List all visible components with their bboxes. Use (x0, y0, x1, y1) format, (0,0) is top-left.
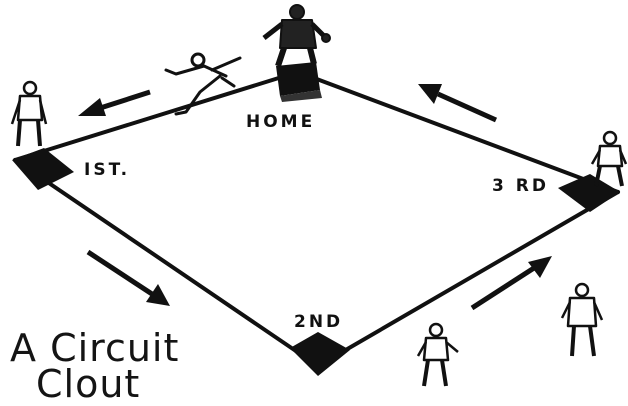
second-base (290, 332, 350, 376)
arrow-second-to-third (472, 256, 552, 308)
arrow-third-to-home (418, 84, 496, 120)
first-base (12, 148, 74, 190)
third-base-label: 3 RD (492, 176, 549, 196)
third-baseman-figure (592, 132, 626, 186)
arrow-first-to-second (88, 252, 170, 306)
first-base-label: IST. (84, 160, 130, 180)
runner-figure (166, 54, 240, 114)
umpire-figure (264, 5, 330, 66)
third-base (558, 174, 620, 212)
home-label: HOME (246, 112, 315, 132)
second-base-label: 2ND (294, 312, 343, 332)
first-baseman-figure (12, 82, 46, 146)
caption-line-2: Clout (36, 364, 140, 404)
arrow-home-to-first (78, 92, 150, 116)
home-plate (276, 62, 322, 102)
second-baseman-figure (418, 324, 458, 386)
outfielder-figure (562, 284, 602, 356)
baseline-third-home (298, 72, 618, 192)
